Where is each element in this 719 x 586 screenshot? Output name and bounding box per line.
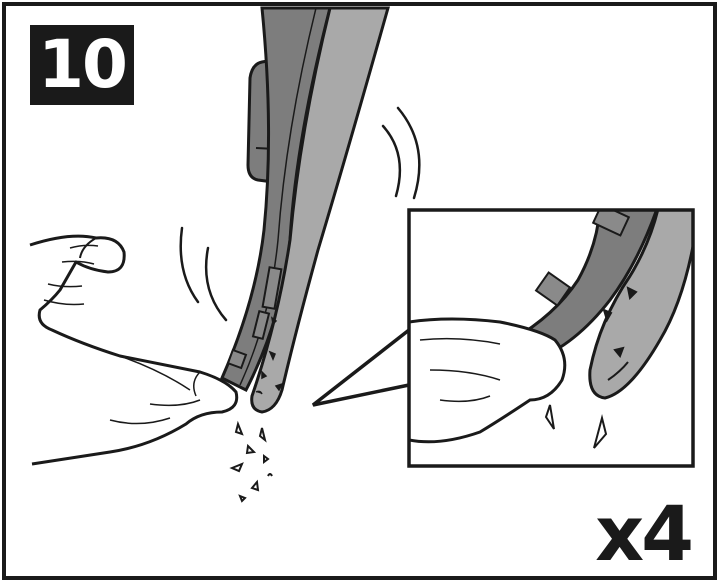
wiper-rubber [250,6,390,414]
repeat-count-label: x4 [595,489,694,578]
hand-icon [29,234,239,466]
step-number-badge: 10 [30,25,134,105]
debris-icon [229,420,273,503]
zoom-callout [311,208,695,468]
motion-lines-icon [179,106,421,322]
wiper-blade-main [220,6,390,414]
